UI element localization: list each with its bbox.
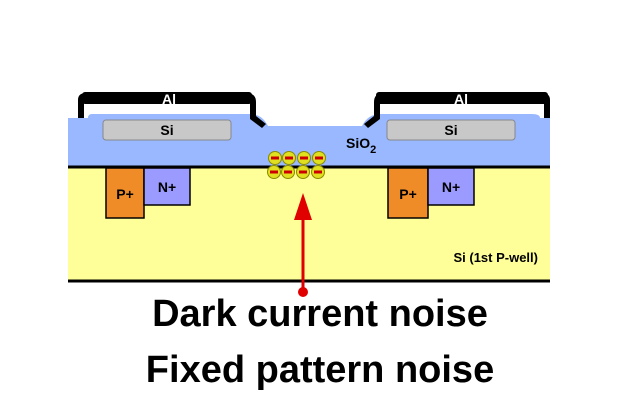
p-plus-left [105, 167, 145, 219]
interface-charges [267, 151, 326, 179]
p-plus-right [387, 167, 429, 219]
charge-sign [299, 170, 307, 174]
si-gate-right [386, 119, 516, 141]
n-plus-label-left: N+ [158, 179, 176, 195]
charge-sign [284, 170, 292, 174]
caption-dark-current: Dark current noise [152, 293, 488, 335]
p-plus-label-right: P+ [399, 186, 417, 202]
al-label-right: Al [454, 91, 468, 107]
charge-sign [285, 156, 293, 160]
charge-sign [270, 170, 278, 174]
n-plus-right [427, 167, 475, 206]
sio2-label: SiO2 [346, 135, 376, 156]
p-plus-label-left: P+ [116, 186, 134, 202]
charge-sign [271, 156, 279, 160]
si-gate-label-left: Si [160, 122, 173, 138]
al-label-left: Al [162, 91, 176, 107]
n-plus-label-right: N+ [442, 179, 460, 195]
charge-sign [315, 156, 323, 160]
si-gate-left [102, 119, 232, 141]
arrow-origin-dot [298, 287, 308, 297]
arrow-head [294, 193, 312, 220]
si-gate-label-right: Si [444, 122, 457, 138]
n-plus-left [143, 167, 191, 206]
charge-sign [314, 170, 322, 174]
charge-sign [300, 156, 308, 160]
substrate-label: Si (1st P-well) [453, 250, 538, 265]
caption-fixed-pattern: Fixed pattern noise [145, 349, 495, 391]
